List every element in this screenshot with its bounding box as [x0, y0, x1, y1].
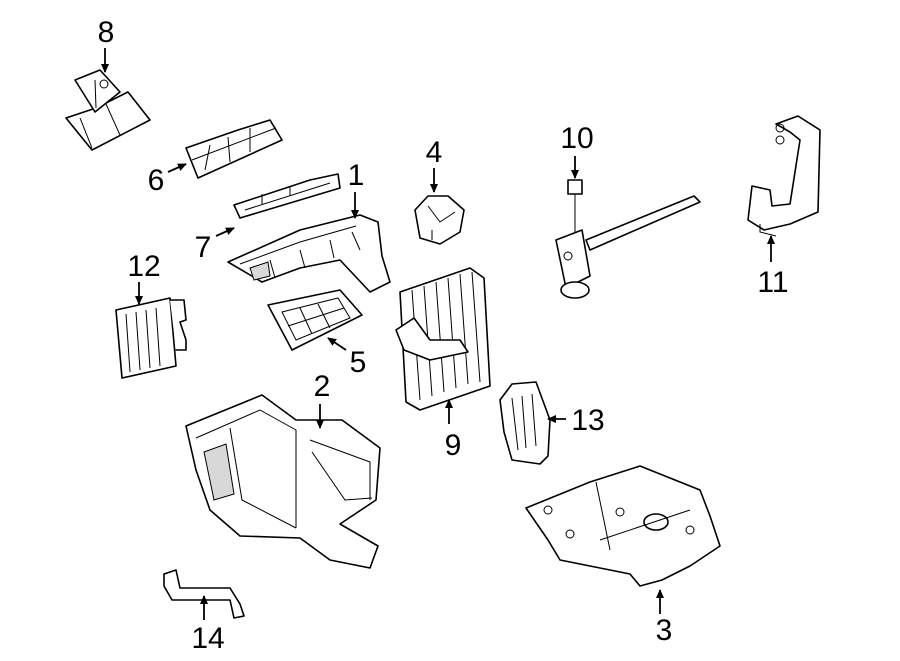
part-11-tube	[747, 115, 821, 237]
leader-5	[327, 337, 347, 351]
part-6-duct	[185, 119, 283, 179]
callout-13: 13	[571, 404, 604, 437]
callout-3: 3	[656, 614, 673, 647]
callout-6: 6	[148, 164, 165, 197]
part-5-filter	[267, 289, 363, 351]
callout-7: 7	[195, 231, 212, 264]
part-14-drain-hose	[163, 569, 245, 619]
leader-7	[215, 227, 235, 237]
part-7-duct	[233, 173, 341, 219]
leader-6	[167, 163, 187, 173]
part-4-bracket	[414, 195, 465, 245]
part-8-vent-duct	[65, 69, 151, 151]
callout-8: 8	[98, 16, 115, 49]
callout-12: 12	[127, 250, 160, 283]
part-2-case	[185, 394, 381, 569]
part-9-evaporator	[395, 267, 491, 411]
part-13-resistor	[499, 381, 551, 465]
part-3-bracket-plate	[525, 465, 721, 587]
callout-11: 11	[757, 266, 788, 299]
callout-1: 1	[348, 159, 365, 192]
callout-labels: 8 6 7 1 4 5 12 2 9 10 11 13 3 14	[98, 16, 789, 655]
callout-14: 14	[191, 622, 224, 655]
callout-9: 9	[445, 429, 462, 462]
part-12-heater-core	[115, 297, 187, 379]
callout-10: 10	[560, 122, 593, 155]
part-10-expansion-valve	[555, 179, 701, 299]
callout-2: 2	[314, 370, 331, 403]
leader-lines	[101, 48, 775, 620]
callout-5: 5	[350, 346, 367, 379]
part-1-housing	[227, 214, 391, 293]
callout-4: 4	[426, 136, 443, 169]
